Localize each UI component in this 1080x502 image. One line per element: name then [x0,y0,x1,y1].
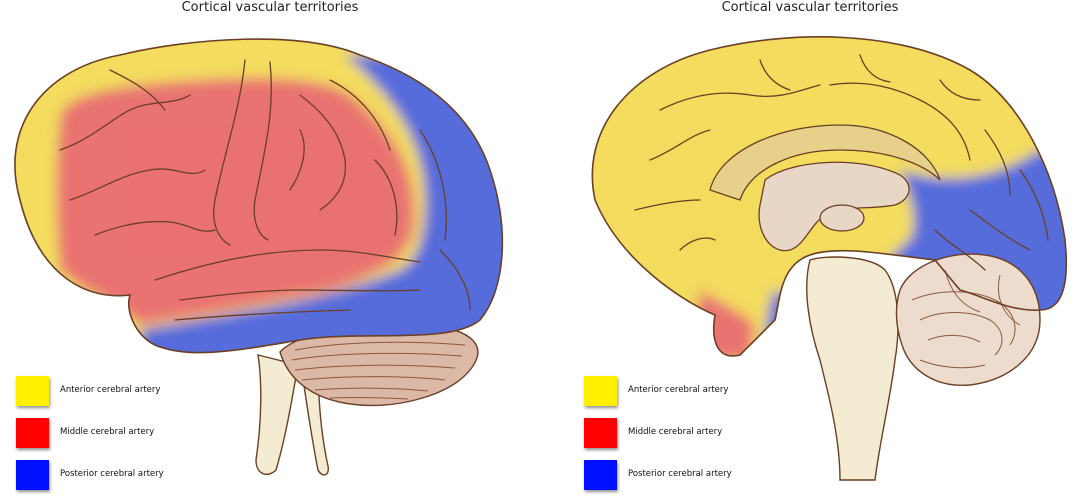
medial-view-panel: Cortical vascular territories [540,0,1080,499]
middle-territory [56,78,415,325]
lateral-view-panel: Cortical vascular territories [0,0,540,499]
posterior-swatch [584,460,617,490]
panel-title: Cortical vascular territories [181,0,359,15]
panel-title: Cortical vascular territories [721,0,899,15]
legend-label: Middle cerebral artery [628,427,723,437]
legend-label: Middle cerebral artery [60,427,155,437]
mass-intermedia [819,204,865,232]
cerebellum [279,322,479,407]
cerebellum [895,253,1041,386]
middle-swatch [16,418,49,448]
legend-label: Posterior cerebral artery [60,469,164,479]
sulci [59,59,471,321]
anterior-swatch [584,376,617,406]
legend-label: Posterior cerebral artery [628,469,732,479]
lateral-brain-illustration [14,38,504,476]
middle-swatch [584,418,617,448]
posterior-territory [140,55,503,353]
corpus-callosum [709,124,941,201]
posterior-swatch [16,460,49,490]
legend-label: Anterior cerebral artery [60,385,161,395]
medial-brain-illustration [591,36,1068,481]
legend-label: Anterior cerebral artery [628,385,729,395]
brainstem [806,256,899,481]
brainstem [255,354,299,476]
sulci [634,54,1049,271]
anterior-swatch [16,376,49,406]
